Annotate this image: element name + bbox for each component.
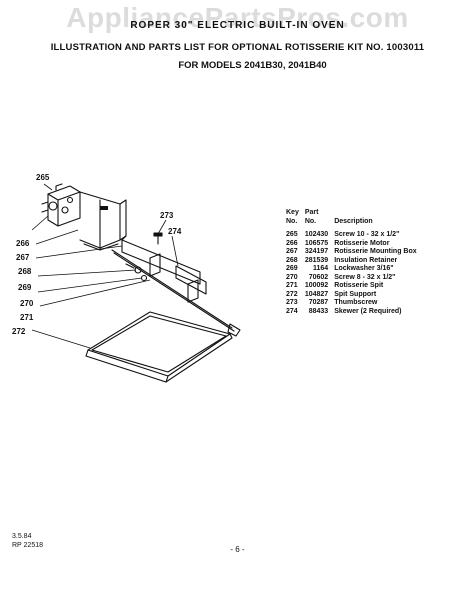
callout-272: 272 (12, 327, 26, 336)
header-part-line2: No. (304, 218, 317, 225)
callout-271: 271 (20, 313, 34, 322)
part-description: Screw 8 - 32 x 1/2" (334, 273, 396, 281)
part-description: Skewer (2 Required) (334, 307, 402, 315)
page-number: - 6 - (230, 545, 245, 554)
key-number: 265 (286, 231, 298, 238)
part-number: 70602 (308, 273, 329, 281)
table-row: 268 281539 Insulation Retainer (286, 257, 423, 266)
part-description: Thumbscrew (334, 299, 378, 306)
header-key-line1: Key (286, 209, 299, 216)
table-row: 273 70287 Thumbscrew (286, 299, 423, 308)
callout-273: 273 (160, 211, 174, 220)
part-number: 100092 (304, 282, 329, 289)
table-row: 274 88433 Skewer (2 Required) (286, 308, 423, 317)
part-description: Rotisserie Motor (334, 239, 390, 247)
table-row: 271 100092 Rotisserie Spit (286, 282, 423, 291)
key-number: 267 (286, 248, 298, 255)
key-number: 273 (286, 299, 298, 306)
key-number: 270 (286, 273, 298, 281)
rotisserie-exploded-diagram: 265 266 267 268 269 270 271 272 273 274 (12, 173, 241, 383)
skewer-drawing (149, 253, 207, 303)
table-row: 266 106575 Rotisserie Motor (286, 240, 423, 249)
parts-list-table: Key No. Part No. Description 265 102430 … (286, 208, 423, 316)
callout-274: 274 (168, 227, 182, 236)
callout-269: 269 (18, 283, 32, 292)
table-row: 265 102430 Screw 10 - 32 x 1/2" (286, 231, 423, 240)
key-number: 271 (286, 282, 298, 289)
part-number: 70287 (308, 299, 329, 306)
key-number: 274 (286, 307, 298, 315)
rotisserie-mounting-box-drawing (79, 191, 127, 251)
header-illustration-title: ILLUSTRATION AND PARTS LIST FOR OPTIONAL… (50, 42, 425, 53)
part-number: 281539 (304, 256, 329, 264)
key-number: 266 (286, 239, 298, 247)
part-number: 102430 (304, 231, 329, 238)
key-number: 269 (286, 265, 298, 272)
header-model-title: ROPER 30" ELECTRIC BUILT-IN OVEN (130, 20, 345, 31)
footer-date: 3.5.84 (12, 533, 32, 540)
watermark-text: AppliancePartsPros.com (66, 2, 409, 33)
table-row: 267 324197 Rotisserie Mounting Box (286, 248, 423, 257)
part-number: 1164 (313, 265, 329, 272)
header-models: FOR MODELS 2041B30, 2041B40 (178, 60, 327, 71)
header-part-no: Part No. (305, 208, 334, 231)
key-number: 272 (286, 290, 298, 298)
callout-267: 267 (16, 253, 30, 262)
part-description: Screw 10 - 32 x 1/2" (334, 231, 400, 238)
insulation-retainer-drawing (121, 235, 201, 285)
callout-270: 270 (20, 299, 34, 308)
rotisserie-motor-drawing (41, 183, 81, 227)
part-number: 104827 (304, 290, 329, 298)
part-description: Spit Support (334, 290, 377, 298)
table-row: 272 104827 Spit Support (286, 291, 423, 300)
parts-table-header: Key No. Part No. Description (286, 208, 423, 231)
part-number: 88433 (308, 307, 329, 315)
part-description: Rotisserie Mounting Box (334, 248, 417, 255)
callout-265: 265 (36, 173, 50, 182)
callout-268: 268 (18, 267, 32, 276)
footer-document-code: RP 22518 (12, 542, 44, 549)
header-description: Description (334, 218, 373, 225)
part-description: Lockwasher 3/16" (334, 265, 394, 272)
header-part-line1: Part (304, 209, 319, 216)
header-key-no: Key No. (286, 208, 305, 231)
part-number: 106575 (304, 239, 329, 247)
leader-lines (31, 183, 179, 349)
header-key-line2: No. (286, 218, 298, 225)
table-row: 270 70602 Screw 8 - 32 x 1/2" (286, 274, 423, 283)
spit-support-drawing (85, 311, 233, 383)
part-number: 324197 (304, 248, 329, 255)
part-description: Insulation Retainer (334, 256, 398, 264)
callout-266: 266 (16, 239, 30, 248)
table-row: 269 1164 Lockwasher 3/16" (286, 265, 423, 274)
rotisserie-spit-drawing (111, 249, 241, 337)
part-description: Rotisserie Spit (334, 282, 384, 289)
key-number: 268 (286, 256, 298, 264)
